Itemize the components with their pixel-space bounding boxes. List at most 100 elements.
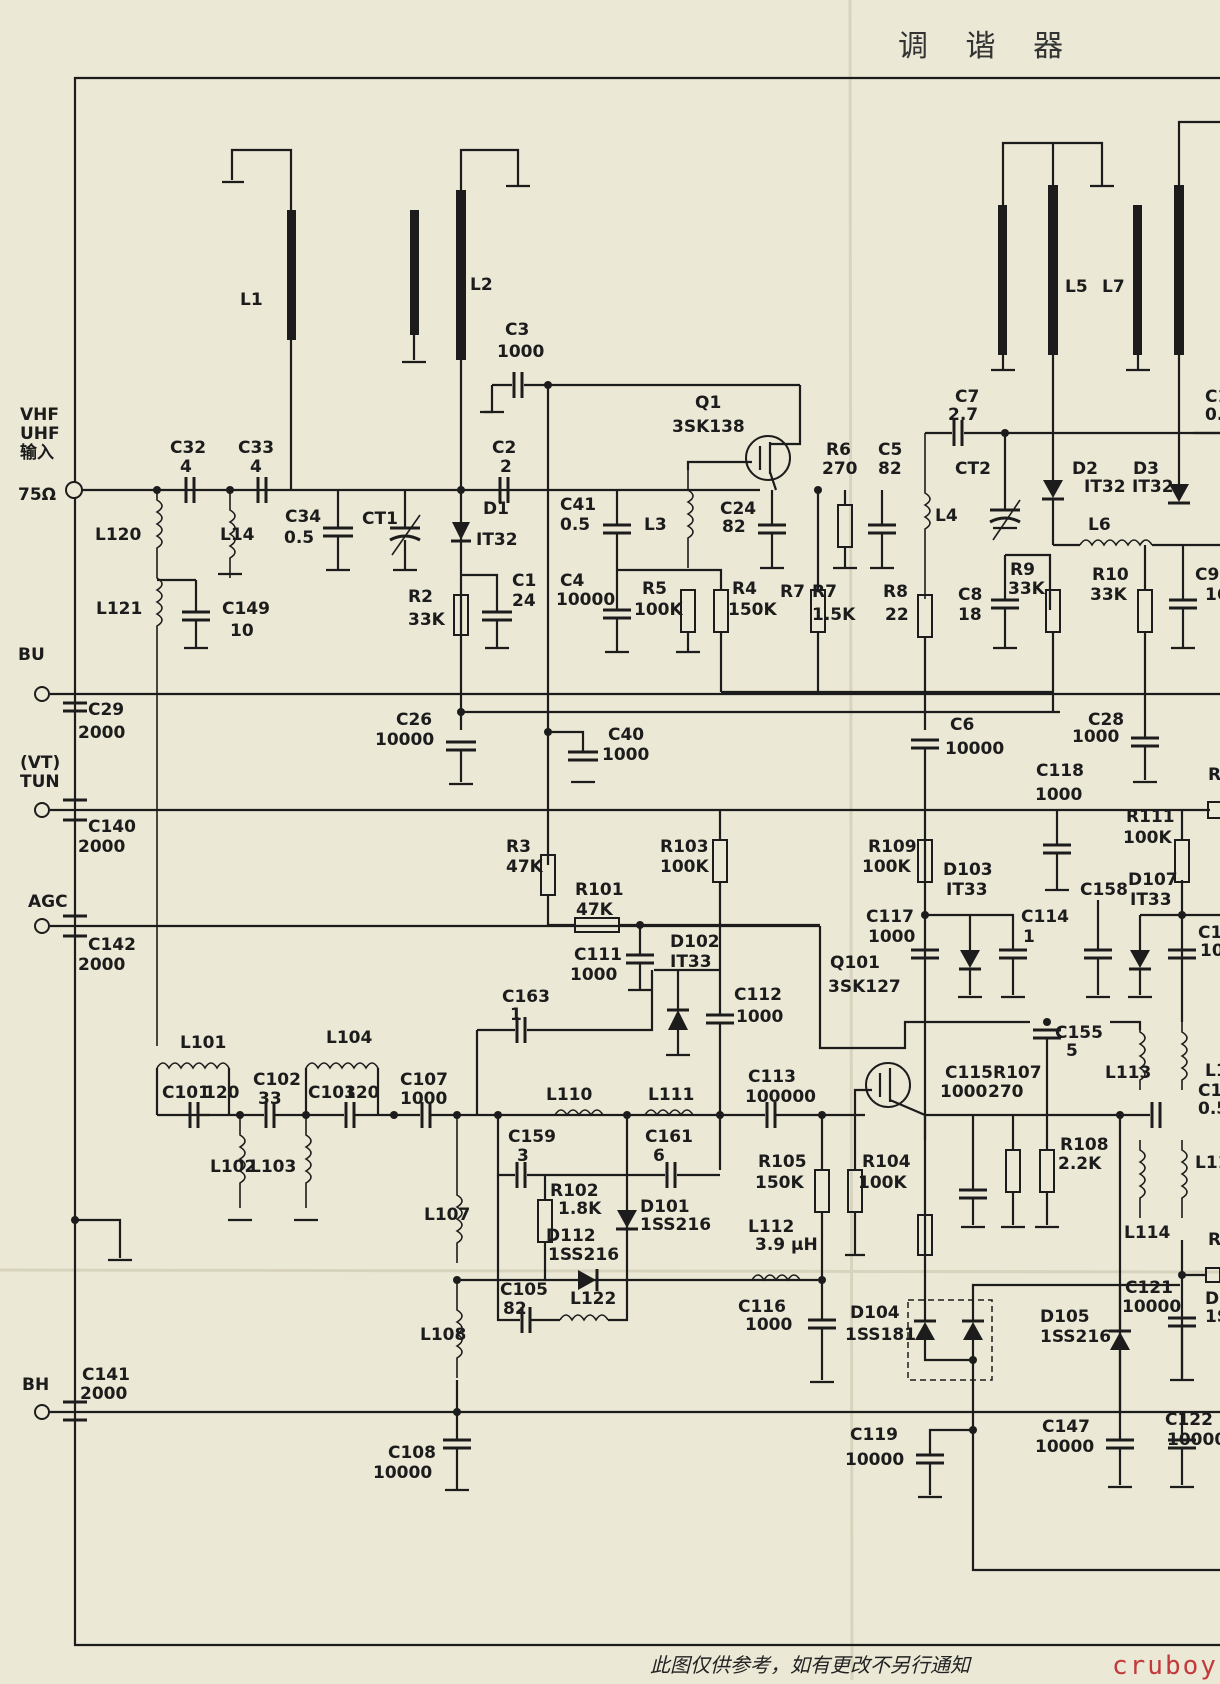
component-label: 3SK127 <box>828 977 901 997</box>
terminal-label: (VT) <box>20 753 60 773</box>
component-label: 100K <box>858 1173 907 1193</box>
paper-fold-horizontal <box>0 1268 1220 1274</box>
component-label: 1000 <box>940 1082 987 1102</box>
component-label: C24 <box>720 499 756 519</box>
component-label: 1000 <box>1035 785 1082 805</box>
component-label: L113 <box>1105 1063 1151 1083</box>
component-label: 33K <box>408 610 446 630</box>
component-label: L3 <box>644 515 667 535</box>
supply-bus-lines <box>34 686 1220 1422</box>
footer-note: 此图仅供参考，如有更改不另行通知 <box>650 1653 972 1677</box>
component-label: C33 <box>238 438 274 458</box>
component-label: C108 <box>388 1443 436 1463</box>
component-label: C103 <box>308 1083 356 1103</box>
component-label: 1000 <box>400 1089 447 1109</box>
component-label: C117 <box>866 907 914 927</box>
component-label: L115 <box>1205 1061 1220 1081</box>
component-label: C111 <box>574 945 622 965</box>
component-label: C28 <box>1088 710 1124 730</box>
component-label: 33K <box>1008 579 1046 599</box>
component-label: D105 <box>1040 1307 1090 1327</box>
component-label: C101 <box>162 1083 210 1103</box>
component-label: R10 <box>1092 565 1129 585</box>
component-label: C115 <box>945 1063 993 1083</box>
paper-fold-vertical <box>848 0 854 1681</box>
component-label: 4 <box>250 457 262 477</box>
component-label: 10000 <box>945 739 1004 759</box>
component-label: 3.9 μH <box>755 1235 818 1255</box>
component-label: R7 <box>812 582 837 602</box>
component-label: R111 <box>1126 807 1175 827</box>
component-label: D104 <box>850 1303 900 1323</box>
component-label: 120 <box>204 1083 240 1103</box>
component-label: C102 <box>253 1070 301 1090</box>
component-label: 82 <box>878 459 902 479</box>
component-label: 120 <box>344 1083 380 1103</box>
component-label: D1 <box>1205 1289 1220 1309</box>
component-label: C105 <box>500 1280 548 1300</box>
component-label: 10000 <box>1122 1297 1181 1317</box>
terminal-label: BU <box>18 645 45 665</box>
component-label: L4 <box>935 506 958 526</box>
component-label: 5 <box>1066 1041 1078 1061</box>
component-label: 2000 <box>78 837 125 857</box>
component-label: 2 <box>500 457 512 477</box>
terminal-label: UHF <box>20 424 60 444</box>
component-label: C155 <box>1055 1023 1103 1043</box>
component-label: 6 <box>653 1146 665 1166</box>
component-label: C41 <box>560 495 596 515</box>
component-label: IT32 <box>1084 477 1126 497</box>
component-label: 10000 <box>373 1463 432 1483</box>
component-label: L114 <box>1124 1223 1170 1243</box>
component-label: R3 <box>506 837 531 857</box>
component-label: 3SK138 <box>672 417 745 437</box>
component-label: 0.5 <box>284 528 314 548</box>
component-label: 100K <box>1123 828 1172 848</box>
terminal-label: VHF <box>20 405 59 425</box>
component-label: 47K <box>576 900 614 920</box>
component-label: R2 <box>408 587 433 607</box>
component-label: C116 <box>738 1297 786 1317</box>
component-label: C29 <box>88 700 124 720</box>
component-label: 18 <box>958 605 982 625</box>
component-label: 1000 <box>1072 727 1119 747</box>
component-label: L121 <box>96 599 142 619</box>
component-label: 2000 <box>78 723 125 743</box>
component-label: 2000 <box>78 955 125 975</box>
component-label: 150K <box>728 600 777 620</box>
component-label: 16 <box>1205 585 1220 605</box>
component-label: 1SS216 <box>1040 1327 1111 1347</box>
component-label: L108 <box>420 1325 466 1345</box>
component-label: 1000 <box>497 342 544 362</box>
terminal-label: 输入 <box>20 442 54 463</box>
component-label: IT33 <box>946 880 988 900</box>
component-label: C163 <box>502 987 550 1007</box>
component-label: 1000 <box>745 1315 792 1335</box>
component-label: C6 <box>950 715 974 735</box>
component-label: L6 <box>1088 515 1111 535</box>
component-label: 33 <box>258 1089 282 1109</box>
component-label: C1 <box>512 571 536 591</box>
terminal-label: TUN <box>20 772 60 792</box>
component-label: C142 <box>88 935 136 955</box>
component-label: L104 <box>326 1028 372 1048</box>
component-label: L122 <box>570 1289 616 1309</box>
component-label: 1SS <box>1205 1307 1220 1327</box>
component-label: L1 <box>240 290 263 310</box>
component-label: D3 <box>1133 459 1159 479</box>
component-label: 100000 <box>745 1087 816 1107</box>
component-label: 100 <box>1200 941 1220 961</box>
component-label: CT1 <box>362 509 398 529</box>
component-label: 1000 <box>570 965 617 985</box>
component-label: C114 <box>1021 907 1069 927</box>
component-label: L120 <box>95 525 141 545</box>
component-label: IT32 <box>1132 477 1174 497</box>
component-label: 4 <box>180 457 192 477</box>
component-label: C40 <box>608 725 644 745</box>
component-label: 0.5 <box>1198 1099 1220 1119</box>
component-label: R <box>1208 765 1220 785</box>
component-label: 10000 <box>556 590 615 610</box>
component-label: R102 <box>550 1181 599 1201</box>
page-title: 调 谐 器 <box>898 29 1077 64</box>
